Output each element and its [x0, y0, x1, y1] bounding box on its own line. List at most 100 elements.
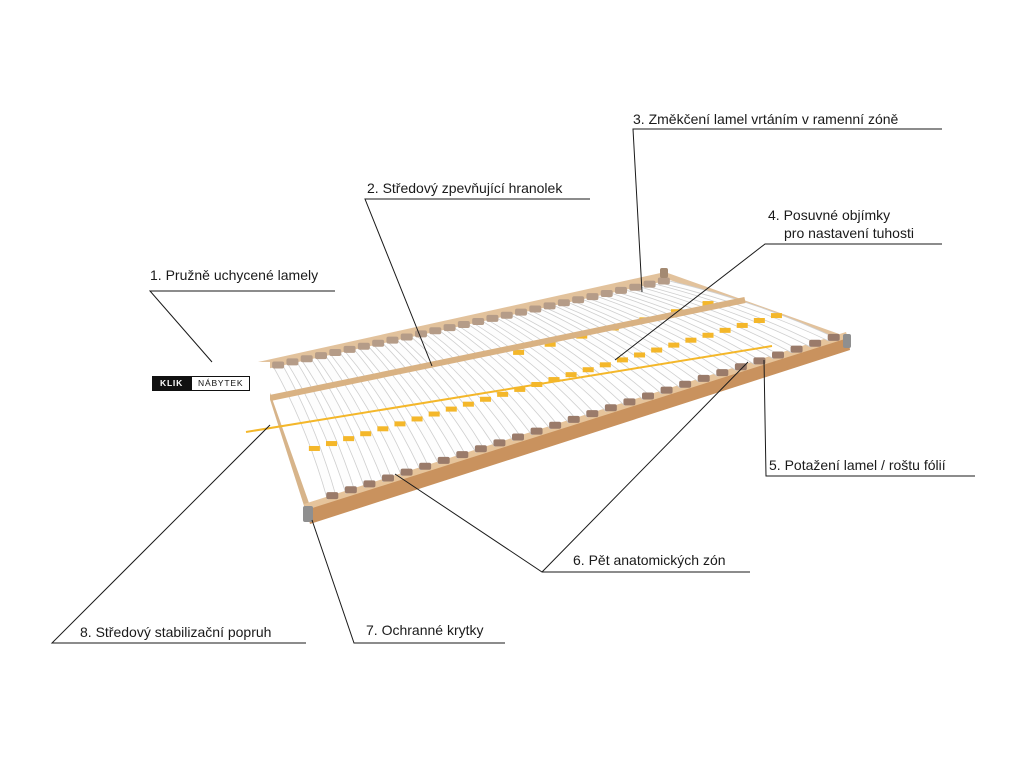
strap-clip	[514, 386, 526, 392]
strap-clip	[753, 318, 765, 324]
strap-clip	[445, 406, 457, 412]
slat-holder-cap	[286, 358, 299, 366]
slat-holder-cap	[629, 283, 642, 291]
slat-holder-cap	[386, 336, 399, 344]
protective-cap-front-left	[303, 506, 313, 522]
slat-holder-cap	[557, 299, 570, 307]
slat-holder-cap	[400, 468, 413, 476]
slat-holder-cap	[753, 357, 766, 365]
strap-clip	[651, 347, 663, 353]
slat-holder-cap	[529, 305, 542, 313]
strap-clip	[719, 327, 731, 333]
slat-holder-cap	[734, 363, 747, 371]
leader-line-2	[364, 198, 590, 367]
strap-clip	[582, 367, 594, 373]
label-3-shoulder-zone: 3. Změkčení lamel vrtáním v ramenní zóně	[633, 111, 899, 127]
slat-holder-cap	[315, 352, 327, 360]
slat-holder-cap	[329, 349, 342, 357]
strap-clip	[736, 322, 748, 328]
stabilizing-strap	[245, 345, 773, 433]
slat-holder-cap	[515, 308, 527, 316]
strap-clip	[599, 362, 611, 368]
slat-holder-cap	[572, 296, 585, 304]
slat-holder-cap	[357, 342, 370, 350]
slat-holder-cap	[493, 439, 506, 447]
strap-clip	[325, 441, 337, 447]
strap-clip	[480, 396, 492, 402]
slat-holder-cap	[419, 462, 432, 470]
center-stiffening-bar	[269, 297, 746, 401]
slat-holder-cap	[400, 333, 413, 341]
sliding-sleeve	[544, 341, 556, 347]
slat-holder-cap	[382, 474, 394, 482]
slat-holder-cap	[530, 427, 543, 435]
slat-holder-cap	[586, 410, 599, 418]
slat-holder-cap	[549, 421, 562, 429]
label-5-foil-coating: 5. Potažení lamel / roštu fólií	[769, 457, 946, 473]
logo-left-text: KLIK	[152, 376, 192, 391]
slat-holder-cap	[363, 480, 376, 488]
slat-holder-cap	[790, 345, 803, 353]
slat-holder-cap	[326, 492, 339, 500]
slat-holder-cap	[300, 355, 313, 363]
label-2-center-bar: 2. Středový zpevňující hranolek	[367, 180, 563, 196]
strap-clip	[497, 391, 509, 397]
strap-clip	[531, 381, 543, 387]
logo-right-text: NÁBYTEK	[191, 376, 251, 391]
leader-line-8	[50, 424, 306, 644]
slat-holder-cap	[415, 330, 427, 338]
strap-clip	[548, 377, 560, 383]
label-6-five-zones: 6. Pět anatomických zón	[573, 552, 726, 568]
slat-holder-cap	[660, 386, 673, 394]
slat-holder-cap	[697, 374, 710, 382]
strap-clip	[343, 436, 355, 442]
label-4-sliding-sleeves: 4. Posuvné objímky	[768, 207, 891, 223]
slat-holder-cap	[472, 317, 485, 325]
leader-line-1	[148, 290, 335, 363]
slat-holder-cap	[343, 345, 356, 353]
strap-clip	[565, 372, 577, 378]
slat-holder-cap	[623, 398, 636, 406]
label-4-sliding-sleeves-line2: pro nastavení tuhosti	[784, 225, 914, 241]
klik-nabytek-logo: KLIK NÁBYTEK	[152, 376, 251, 391]
strap-clip	[377, 426, 389, 432]
label-8-stabilizing-strap: 8. Středový stabilizační popruh	[80, 624, 272, 640]
strap-clip	[462, 401, 474, 407]
slat-holder-cap	[604, 404, 617, 412]
strap-clip	[634, 352, 646, 358]
leader-line-7	[311, 519, 505, 644]
strap-clip	[770, 313, 782, 319]
slat-holder-cap	[443, 324, 456, 332]
slat-holder-cap	[474, 445, 487, 453]
strap-clip	[616, 357, 628, 363]
slat-holder-cap	[512, 433, 524, 441]
strap-clip	[394, 421, 406, 427]
sliding-sleeve	[702, 301, 714, 307]
slats-group	[272, 277, 840, 500]
strap-clip	[668, 342, 680, 348]
slat-holder-cap	[643, 280, 656, 288]
label-7-protective-caps: 7. Ochranné krytky	[366, 622, 484, 638]
leader-line-5	[763, 359, 975, 477]
slat-holder-cap	[615, 286, 627, 294]
slat-holder-cap	[586, 293, 599, 301]
slat-holder-cap	[437, 456, 450, 464]
slat-holder-cap	[456, 451, 469, 459]
slat-holder-cap	[500, 311, 513, 319]
slat-holder-cap	[772, 351, 784, 359]
slat-holder-cap	[567, 415, 580, 423]
protective-cap-front-right	[843, 334, 851, 348]
slat-holder-cap	[642, 392, 654, 400]
strap-clip	[360, 431, 372, 437]
slat-holder-cap	[372, 339, 385, 347]
leader-line-4	[614, 243, 942, 361]
bed-frame-illustration	[245, 268, 851, 524]
slat-holder-cap	[827, 333, 840, 341]
slat-holder-cap	[457, 321, 470, 329]
leader-line-3	[632, 128, 942, 293]
label-1-flexible-slats: 1. Pružně uchycené lamely	[150, 267, 319, 283]
slat-holder-cap	[716, 369, 729, 377]
slat-holder-cap	[600, 289, 613, 297]
slat-holder-cap	[657, 277, 670, 285]
